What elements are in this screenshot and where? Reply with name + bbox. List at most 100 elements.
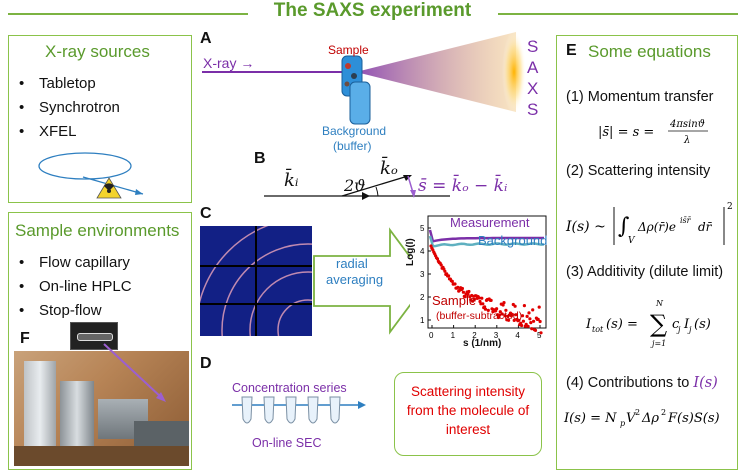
svg-text:V: V	[626, 411, 637, 426]
sample-point	[538, 319, 542, 324]
sample-point	[472, 297, 476, 301]
sample-point	[461, 290, 465, 294]
background-curve	[428, 235, 545, 248]
sample-point	[483, 307, 488, 311]
list-item: Flow capillary	[17, 251, 132, 275]
svg-text:I: I	[585, 317, 592, 332]
sample-point	[503, 314, 507, 318]
sample-label: Sample	[328, 43, 369, 57]
svg-text:2: 2	[727, 202, 733, 212]
sample-point	[466, 292, 470, 296]
result-text: Scattering intensity from the molecule o…	[406, 384, 530, 437]
sample-point	[525, 314, 529, 318]
sample-point	[460, 286, 464, 291]
y-tick-label: 2	[420, 293, 425, 302]
sample-point	[539, 331, 543, 335]
sample-point	[439, 263, 443, 267]
panel-b-vectors	[264, 175, 450, 200]
saxs-letter: S	[527, 37, 539, 56]
sample-point	[501, 303, 505, 307]
sample-environments-heading: Sample environments	[15, 221, 180, 240]
plot-xlabel: s (1/nm)	[463, 338, 502, 349]
concentration-label: Concentration series	[232, 381, 347, 395]
svg-text:λ: λ	[683, 135, 690, 146]
sample-point	[524, 322, 528, 326]
sample-environments-list: Flow capillary On-line HPLC Stop-flow	[17, 251, 132, 323]
svg-text:c: c	[672, 317, 680, 332]
svg-text:j=1: j=1	[650, 339, 666, 348]
sample-tube	[241, 396, 253, 424]
beamline-photo	[14, 351, 189, 466]
sample-point	[529, 321, 533, 325]
sample-point	[522, 304, 526, 308]
averaging-label: averaging	[326, 272, 384, 287]
tubes-row	[232, 396, 366, 424]
list-item: Stop-flow	[17, 299, 132, 323]
sample-point	[527, 311, 531, 315]
sample-point	[532, 319, 536, 323]
title-line-right	[498, 13, 738, 15]
eq1-label: (1) Momentum transfer	[566, 89, 714, 105]
svg-text:Δρ: Δρ	[641, 411, 659, 426]
svg-text:j: j	[676, 325, 681, 334]
sample-point	[456, 285, 460, 289]
x-tick-label: 0	[429, 331, 434, 340]
panel-letter-d: D	[200, 355, 212, 372]
s-equation: s̄ = k̄ₒ − k̄ᵢ	[418, 176, 508, 196]
detector-image	[200, 226, 312, 336]
sample-point	[447, 274, 451, 278]
svg-text:|s̄| = s =: |s̄| = s =	[598, 125, 654, 140]
sample-point	[530, 327, 534, 331]
sample-point	[435, 257, 440, 261]
svg-text:p: p	[620, 419, 625, 428]
sample-point	[536, 317, 540, 321]
buffer-label: (buffer)	[333, 139, 372, 153]
sample-point	[495, 307, 499, 311]
capillary-inset	[70, 322, 118, 350]
inset-pointer-arrow	[103, 343, 166, 402]
x-tick-label: 3	[494, 331, 499, 340]
sample-point	[520, 314, 525, 318]
measurement-curve	[428, 229, 544, 243]
sample-curve-label: Sample	[432, 293, 477, 308]
svg-text:(s): (s)	[694, 317, 711, 332]
list-item: Synchrotron	[17, 96, 120, 120]
svg-text:j: j	[687, 325, 692, 334]
plot-frame	[427, 215, 547, 329]
saxs-letter: X	[527, 79, 539, 98]
sample-point	[500, 312, 504, 316]
eq3-formula: I tot (s) = ∑ N j=1 c j I j (s)	[585, 299, 711, 348]
sample-point	[514, 313, 518, 317]
measurement-label: Measurement	[450, 215, 530, 230]
saxs-letter: S	[527, 100, 539, 119]
eq1-formula: |s̄| = s = 4πsinϑ λ	[598, 119, 708, 146]
sample-point	[504, 308, 508, 312]
svg-text:∫: ∫	[618, 214, 630, 239]
svg-text:is̄r̄: is̄r̄	[680, 216, 692, 225]
eq3-label: (3) Additivity (dilute limit)	[566, 264, 724, 280]
sample-point	[480, 296, 484, 300]
title-line-left	[8, 13, 248, 15]
two-theta-label: 2ϑ	[344, 176, 366, 195]
ki-label: k̄ᵢ	[284, 170, 299, 191]
y-tick-label: 5	[420, 224, 425, 233]
xray-sources-heading: X-ray sources	[45, 42, 150, 61]
eq2-label: (2) Scattering intensity	[566, 163, 711, 179]
sample-point	[453, 282, 457, 286]
sample-point	[510, 312, 514, 316]
sample-point	[513, 304, 517, 308]
online-sec-label: On-line SEC	[252, 436, 322, 450]
page-title: The SAXS experiment	[273, 0, 472, 21]
eq4-label: (4) Contributions to I(s)	[566, 375, 718, 391]
panel-letter-b: B	[254, 150, 266, 167]
background-label: Background	[322, 124, 387, 138]
svg-text:2: 2	[635, 408, 640, 417]
eq4-formula: I(s) = N p V 2 Δρ 2 F(s)S(s)	[563, 408, 720, 428]
sample-tube	[285, 396, 297, 424]
ko-label: k̄ₒ	[380, 158, 398, 179]
sample-point	[489, 298, 493, 302]
panel-a-diagram	[202, 30, 526, 125]
equations-box	[556, 35, 738, 470]
eq4-prefix: (4) Contributions to	[566, 375, 694, 391]
